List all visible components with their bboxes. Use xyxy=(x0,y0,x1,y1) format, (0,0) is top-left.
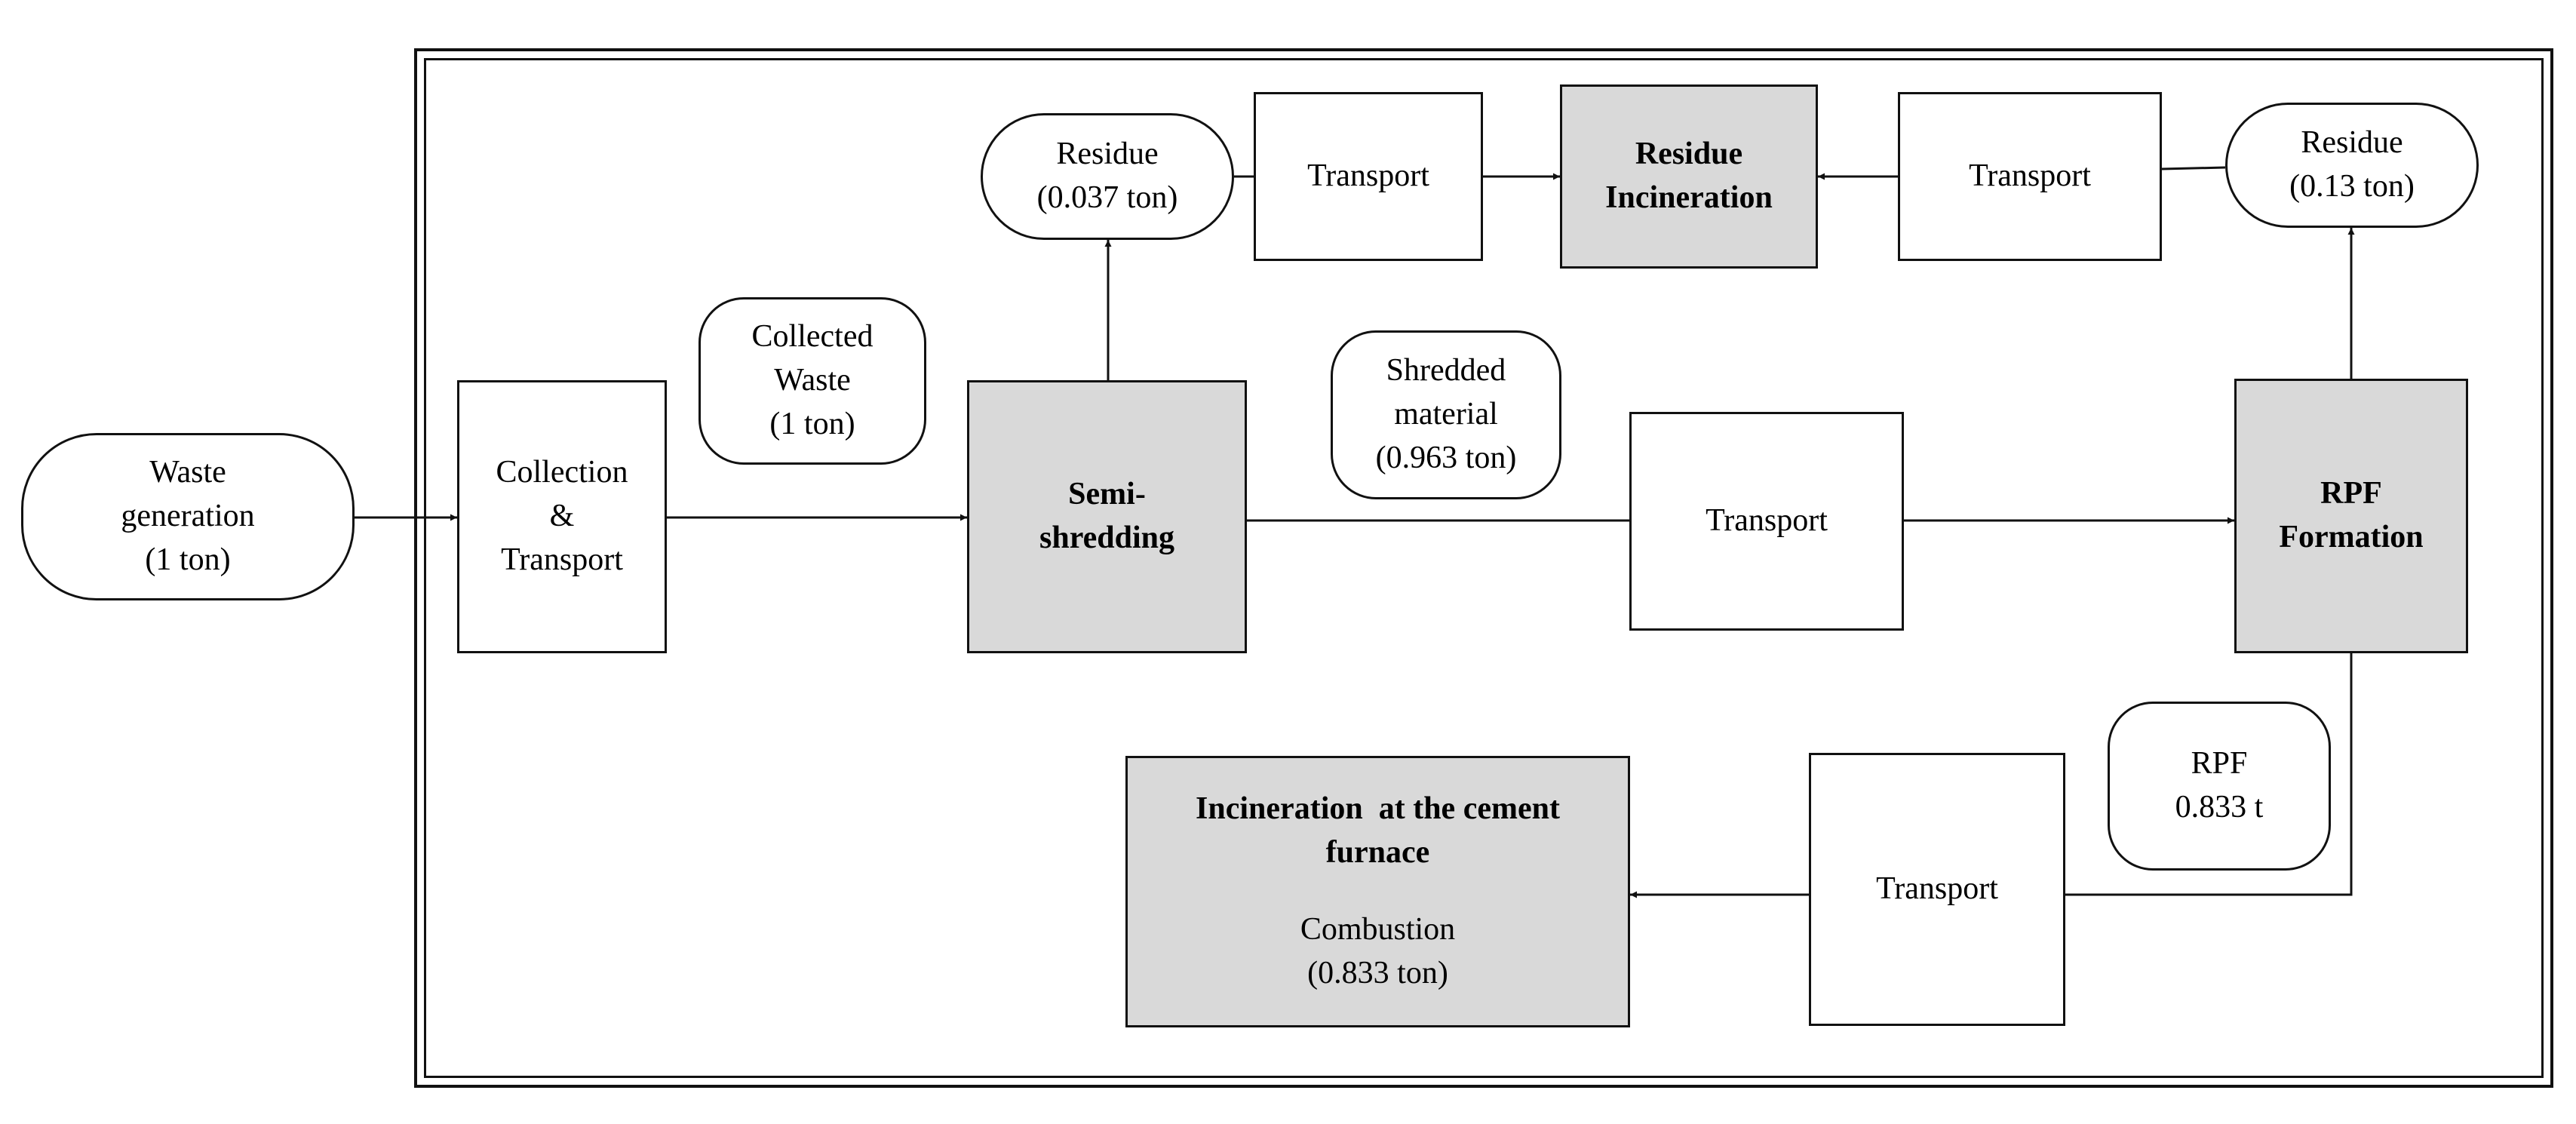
edge-rpf-formation-to-transport4 xyxy=(2065,653,2353,896)
cement-furnace-combustion: Combustion (0.833 ton) xyxy=(1300,912,1456,990)
transport-1-node: Transport xyxy=(1254,92,1483,261)
collection-transport-node: Collection & Transport xyxy=(457,380,667,653)
waste-generation-node: Waste generation (1 ton) xyxy=(21,433,355,600)
rpf-formation-node: RPF Formation xyxy=(2234,379,2468,653)
residue-incineration-node: Residue Incineration xyxy=(1560,84,1818,269)
transport-4-node: Transport xyxy=(1809,753,2065,1026)
cement-furnace-title: Incineration at the cement furnace xyxy=(1196,791,1560,871)
residue-1-node: Residue (0.037 ton) xyxy=(981,113,1234,240)
system-boundary-inner xyxy=(424,58,2544,1078)
transport-3-node: Transport xyxy=(1629,412,1904,631)
residue-2-node: Residue (0.13 ton) xyxy=(2225,103,2479,228)
shredded-material-label: Shredded material (0.963 ton) xyxy=(1331,330,1561,499)
edge-residue2-to-transport2 xyxy=(2161,166,2226,170)
transport-2-node: Transport xyxy=(1898,92,2162,261)
semi-shredding-node: Semi- shredding xyxy=(967,380,1247,653)
cement-furnace-incineration-node: Incineration at the cement furnace Combu… xyxy=(1125,756,1630,1027)
system-boundary-outer xyxy=(414,48,2553,1088)
collected-waste-label: Collected Waste (1 ton) xyxy=(698,297,926,465)
rpf-label: RPF 0.833 t xyxy=(2108,702,2331,871)
